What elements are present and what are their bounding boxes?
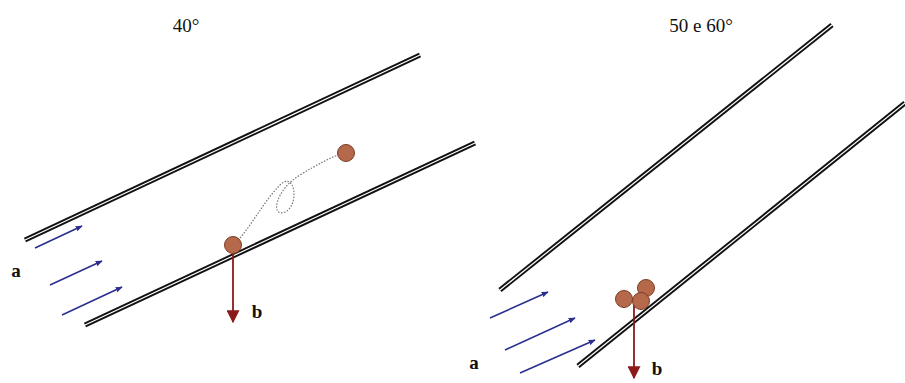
gravity-arrow — [633, 304, 635, 378]
gravity-label: b — [252, 302, 263, 321]
panel-title: 40° — [173, 16, 200, 35]
pipe-wall — [500, 25, 905, 366]
flow-arrow — [490, 292, 595, 373]
flow-label: a — [469, 353, 479, 372]
particle — [338, 145, 355, 162]
gravity-arrow — [232, 250, 234, 322]
panel-title: 50 e 60° — [669, 16, 733, 35]
flow-label: a — [11, 261, 21, 280]
particle-trajectory — [240, 155, 338, 238]
gravity-label: b — [652, 359, 663, 378]
particle-cluster — [616, 280, 655, 310]
particle — [225, 237, 242, 254]
flow-arrow — [35, 226, 122, 315]
pipe-wall — [25, 55, 475, 325]
